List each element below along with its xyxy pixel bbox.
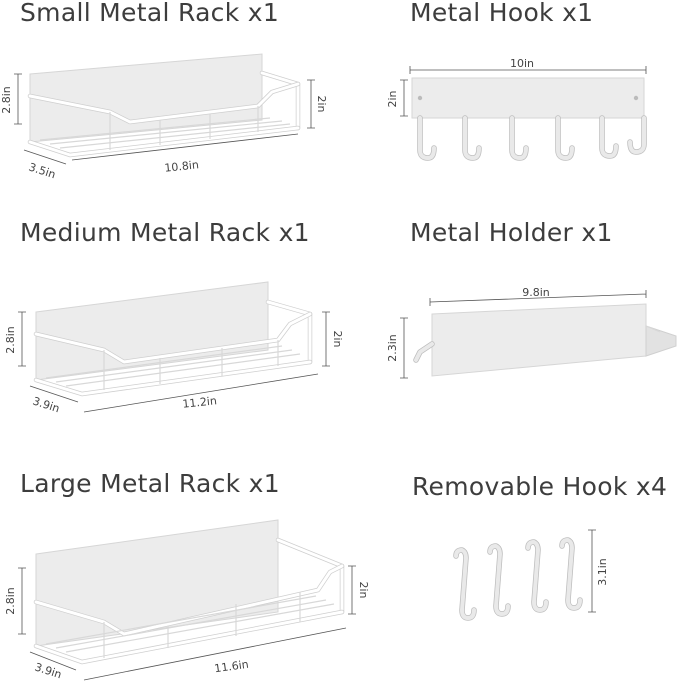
- metal-holder-illustration: 9.8in 2.3in: [386, 286, 677, 379]
- medium-rack-length: 11.2in: [182, 394, 218, 411]
- small-rack-length: 10.8in: [164, 158, 200, 175]
- medium-rack-illustration: 2.8in 2in 3.9in 11.2in: [4, 281, 344, 415]
- medium-rack-front-height: 2in: [331, 330, 344, 347]
- large-rack-illustration: 2.8in 2in 3.9in 11.6in: [4, 519, 370, 681]
- removable-hook-title: Removable Hook x4: [412, 472, 668, 501]
- small-rack-front-height: 2in: [315, 95, 328, 112]
- metal-hook-width: 10in: [510, 57, 534, 70]
- metal-hook-height: 2in: [386, 90, 399, 107]
- metal-holder-height: 2.3in: [386, 334, 399, 362]
- large-rack-front-height: 2in: [357, 581, 370, 598]
- removable-hook-illustration: 3.1in: [453, 529, 609, 621]
- metal-hook-illustration: 10in 2in: [386, 57, 647, 161]
- removable-hook-height: 3.1in: [596, 558, 609, 586]
- large-rack-height: 2.8in: [4, 587, 17, 615]
- shelf-rack-icon: [33, 519, 345, 665]
- metal-holder-title: Metal Holder x1: [410, 218, 613, 247]
- medium-rack-height: 2.8in: [4, 326, 17, 354]
- hook-rail-icon: [411, 77, 647, 161]
- shelf-rack-icon: [27, 53, 301, 158]
- large-rack-title: Large Metal Rack x1: [20, 469, 280, 498]
- medium-rack-depth: 3.9in: [31, 394, 61, 415]
- small-rack-height: 2.8in: [0, 86, 13, 114]
- medium-rack-title: Medium Metal Rack x1: [20, 218, 310, 247]
- shelf-holder-icon: [413, 303, 677, 377]
- small-rack-title: Small Metal Rack x1: [20, 0, 280, 27]
- metal-holder-width: 9.8in: [522, 286, 550, 299]
- small-rack-depth: 3.5in: [27, 160, 57, 181]
- s-hook-icon: [453, 537, 583, 621]
- large-rack-length: 11.6in: [214, 658, 250, 676]
- metal-hook-title: Metal Hook x1: [410, 0, 594, 27]
- shelf-rack-icon: [33, 281, 313, 397]
- small-rack-illustration: 2.8in 2in 3.5in 10.8in: [0, 53, 328, 181]
